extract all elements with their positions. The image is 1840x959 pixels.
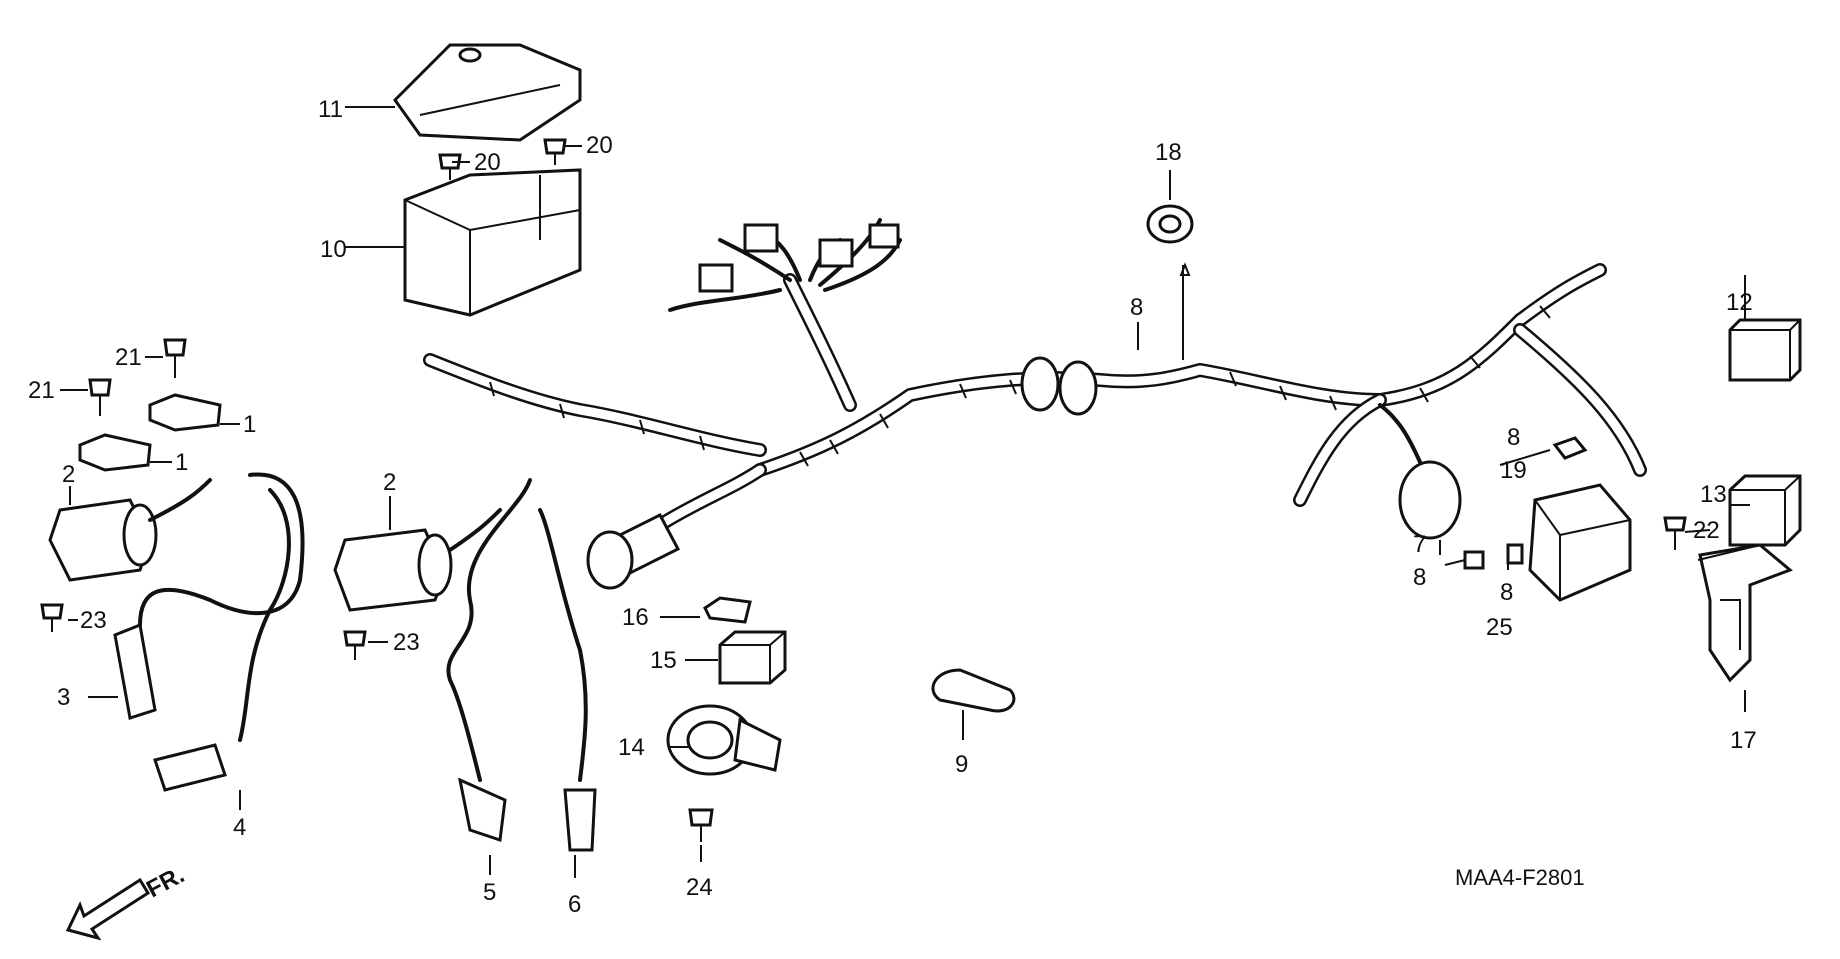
- callout-9: 9: [955, 751, 968, 778]
- callout-8-a: 8: [1130, 294, 1143, 321]
- bolt-part-23b: [343, 630, 367, 660]
- callout-8-c: 8: [1500, 579, 1513, 606]
- relay-part-12: [1728, 318, 1802, 382]
- callout-25: 25: [1486, 614, 1513, 641]
- callout-19: 19: [1500, 457, 1527, 484]
- callout-22: 22: [1693, 517, 1720, 544]
- plug-cap-part-4: [153, 488, 291, 792]
- bolt-part-22: [1663, 516, 1687, 550]
- callout-2-b: 2: [383, 469, 396, 496]
- callout-15: 15: [650, 647, 677, 674]
- small-fuse-part-8d: [1506, 543, 1524, 565]
- callout-21-b: 21: [28, 377, 55, 404]
- callout-1-b: 1: [175, 449, 188, 476]
- callout-10: 10: [320, 236, 347, 263]
- callout-21-a: 21: [115, 344, 142, 371]
- callout-18: 18: [1155, 139, 1182, 166]
- plug-cap-part-6: [538, 508, 597, 852]
- leader-lines: [60, 106, 1761, 878]
- clip-part-16: [703, 596, 752, 624]
- callout-23-a: 23: [80, 607, 107, 634]
- clamp-part-1a: [148, 393, 222, 432]
- clamp-part-1b: [78, 433, 152, 472]
- callout-8-d: 8: [1507, 424, 1520, 451]
- harness-connectors-upper: [668, 218, 902, 312]
- callout-7: 7: [1413, 531, 1426, 558]
- front-label: FR.: [142, 861, 189, 903]
- small-clip-part-19: [1552, 436, 1588, 460]
- box-part-10: [403, 168, 582, 317]
- bolt-part-23a: [40, 603, 64, 632]
- small-fuse-part-8c: [1463, 550, 1485, 570]
- main-wire-harness: [423, 263, 1647, 590]
- callout-14: 14: [618, 734, 645, 761]
- callout-labels: 11 10 20 20 21 21 1 1 2 2 23 23 3 4 5 6 …: [28, 96, 1757, 918]
- ignition-coil-left: [48, 478, 212, 582]
- bolt-part-21a: [163, 338, 187, 378]
- callout-5: 5: [483, 879, 496, 906]
- front-arrow-icon: [65, 877, 151, 941]
- callout-23-b: 23: [393, 629, 420, 656]
- plug-cap-part-5: [446, 478, 532, 843]
- callout-17: 17: [1730, 727, 1757, 754]
- callout-20-b: 20: [586, 132, 613, 159]
- relay-part-13: [1728, 474, 1802, 547]
- bolt-part-20a: [438, 153, 462, 180]
- callout-11: 11: [318, 96, 343, 123]
- clamp-part-9: [931, 668, 1016, 713]
- cover-part-11: [393, 43, 582, 142]
- callout-12: 12: [1726, 289, 1753, 316]
- callout-2-a: 2: [62, 461, 75, 488]
- bracket-part-17: [1698, 543, 1793, 683]
- horn-part-14: [666, 704, 782, 776]
- plug-cap-part-3: [113, 472, 305, 720]
- relay-part-15: [718, 630, 787, 685]
- diagram-code: MAA4-F2801: [1455, 865, 1585, 890]
- callout-16: 16: [622, 604, 649, 631]
- callout-13: 13: [1700, 481, 1727, 508]
- callout-1-a: 1: [243, 411, 256, 438]
- connector-part-7: [1378, 403, 1462, 540]
- callout-4: 4: [233, 814, 246, 841]
- callout-8-b: 8: [1413, 564, 1426, 591]
- fuse-box-part-25: [1528, 483, 1632, 602]
- callout-24: 24: [686, 874, 713, 901]
- bolt-part-20b: [543, 138, 567, 165]
- bolt-part-21b: [88, 378, 112, 416]
- callout-20-a: 20: [474, 149, 501, 176]
- callout-3: 3: [57, 684, 70, 711]
- callout-6: 6: [568, 891, 581, 918]
- ignition-coil-center: [333, 508, 502, 612]
- bolt-part-24: [688, 808, 714, 842]
- clamp-part-18: [1146, 204, 1194, 244]
